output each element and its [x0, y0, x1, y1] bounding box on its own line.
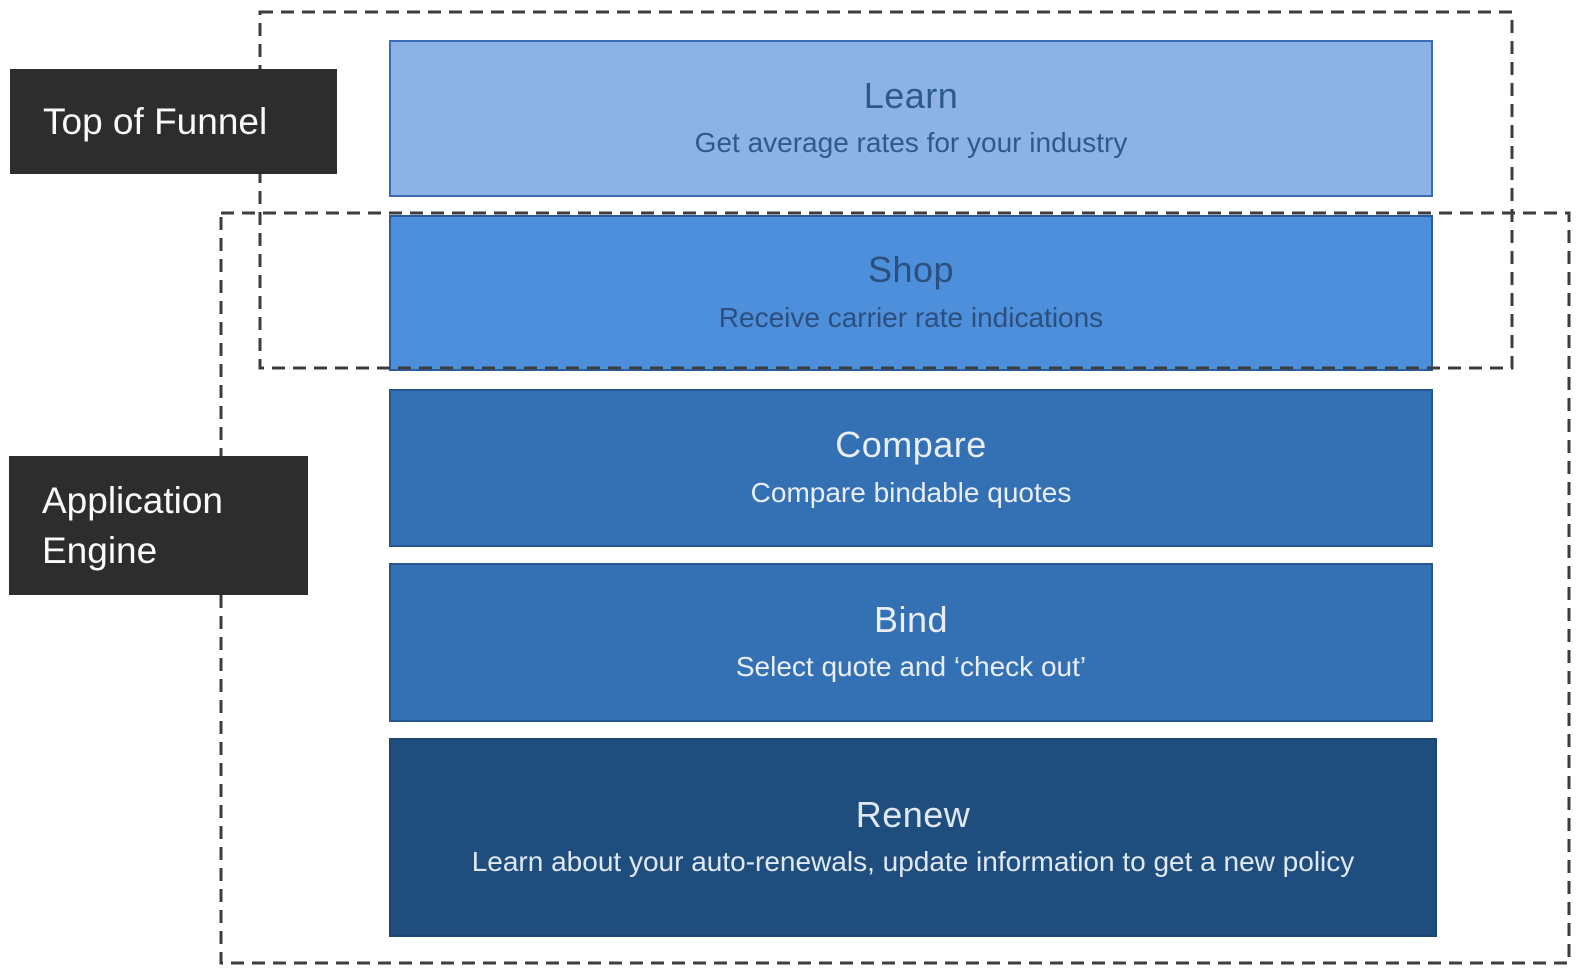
application-engine-label-text: Application Engine — [42, 479, 224, 571]
stage-renew-subtitle: Learn about your auto-renewals, update i… — [471, 846, 1355, 878]
stage-renew: Renew Learn about your auto-renewals, up… — [389, 738, 1437, 937]
stage-bind: Bind Select quote and ‘check out’ — [389, 563, 1433, 722]
top-of-funnel-label-text: Top of Funnel — [43, 100, 268, 142]
stage-learn-title: Learn — [863, 74, 959, 116]
stage-shop: Shop Receive carrier rate indications — [389, 215, 1433, 371]
stage-bind-title: Bind — [873, 598, 949, 640]
stage-compare-title: Compare — [835, 424, 987, 466]
stage-compare: Compare Compare bindable quotes — [389, 389, 1433, 547]
stage-compare-subtitle: Compare bindable quotes — [750, 476, 1072, 508]
application-engine-label: Application Engine — [9, 456, 308, 595]
stage-shop-title: Shop — [867, 249, 955, 291]
stage-learn: Learn Get average rates for your industr… — [389, 40, 1433, 197]
stage-learn-subtitle: Get average rates for your industry — [694, 127, 1128, 159]
top-of-funnel-label: Top of Funnel — [10, 69, 337, 174]
stage-shop-subtitle: Receive carrier rate indications — [718, 301, 1104, 333]
stage-bind-subtitle: Select quote and ‘check out’ — [735, 651, 1087, 683]
stage-renew-title: Renew — [855, 793, 971, 835]
